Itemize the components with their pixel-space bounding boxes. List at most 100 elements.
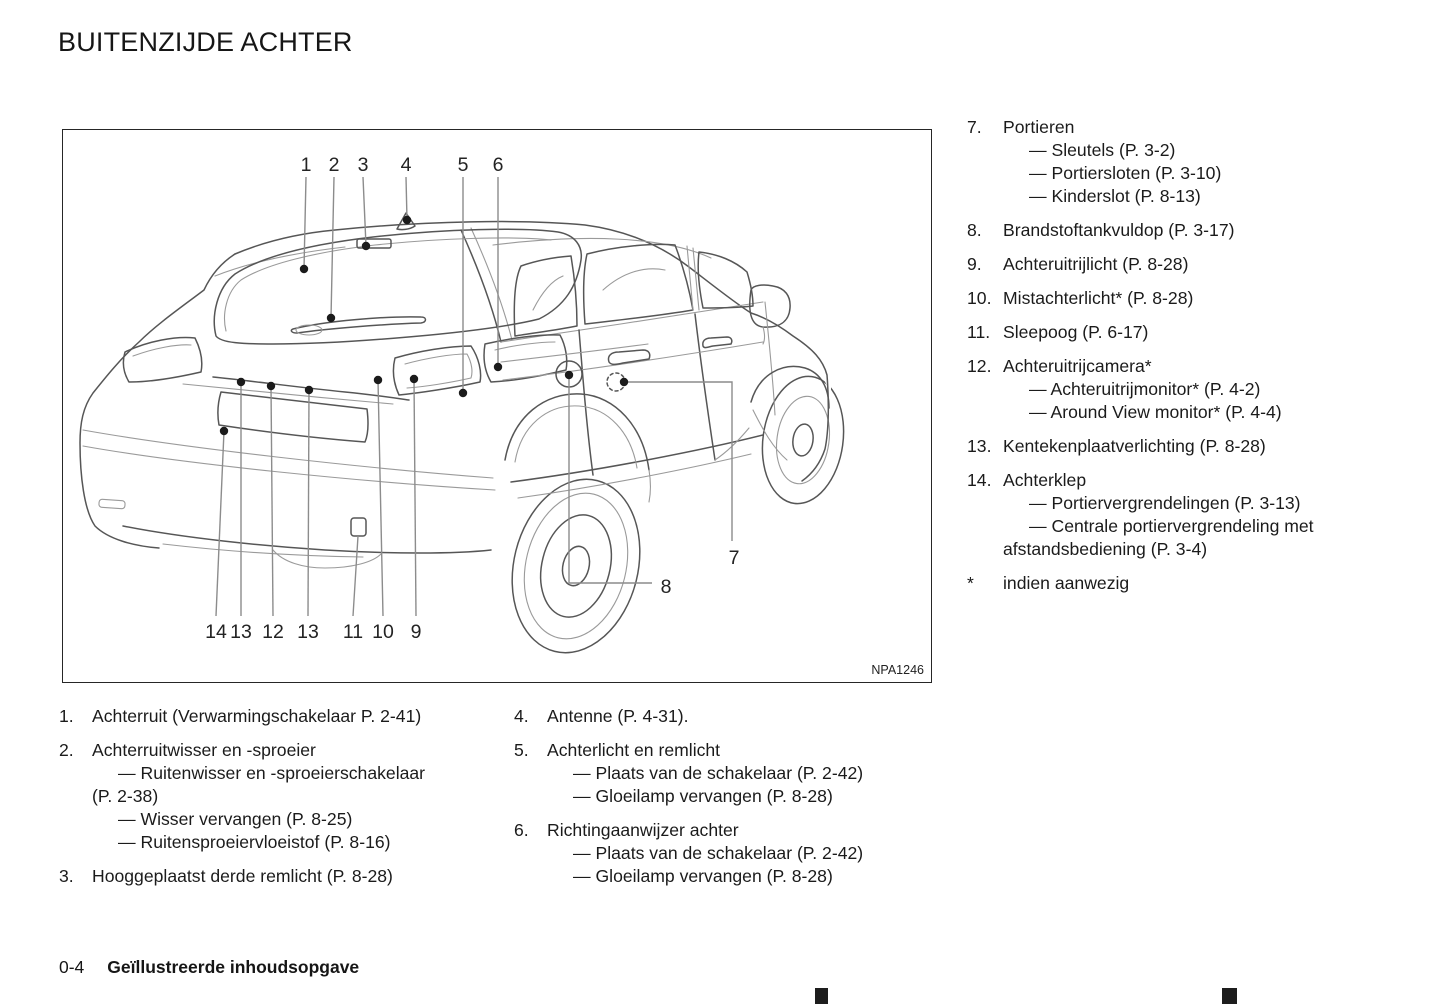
legend-item-subline: — Portiersloten (P. 3-10) bbox=[1029, 163, 1222, 183]
callout-dot bbox=[219, 426, 229, 436]
legend-item-label: Achterruit (Verwarmingschakelaar P. 2-41… bbox=[92, 706, 422, 726]
callout-number: 8 bbox=[661, 576, 672, 598]
legend-item-label: Mistachterlicht* (P. 8-28) bbox=[1003, 288, 1194, 308]
callout-number: 14 bbox=[205, 621, 227, 643]
callout-number: 9 bbox=[411, 621, 422, 643]
legend-items-7-14: 7. Portieren — Sleutels (P. 3-2) — Portiers… bbox=[967, 116, 1327, 606]
callout-number: 10 bbox=[372, 621, 394, 643]
callout-leader bbox=[568, 375, 652, 584]
legend-item: 8. Brandstoftankvuldop (P. 3-17) bbox=[967, 219, 1327, 242]
callout-number: 3 bbox=[358, 154, 369, 176]
legend-item-number: 10. bbox=[967, 288, 992, 308]
callout-number: 1 bbox=[301, 154, 312, 176]
legend-item-subline: — Sleutels (P. 3-2) bbox=[1029, 140, 1176, 160]
legend-item-number: 14. bbox=[967, 470, 992, 490]
legend-item: 6.Richtingaanwijzer achter— Plaats van d… bbox=[514, 819, 934, 888]
callout-leader bbox=[215, 430, 225, 617]
legend-item-label: Achterruitwisser en -sproeier bbox=[92, 740, 316, 760]
legend-item-label: Achterklep bbox=[1003, 470, 1087, 490]
legend-item-subline: — Around View monitor* (P. 4-4) bbox=[1029, 402, 1282, 422]
legend-item: 3. Hooggeplaatst derde remlicht (P. 8-28) bbox=[59, 865, 509, 888]
callout-dot bbox=[373, 375, 383, 385]
callout-number: 4 bbox=[401, 154, 412, 176]
legend-item: 9.Achteruitrijlicht (P. 8-28) bbox=[967, 253, 1327, 276]
legend-item: 5. Achterlicht en remlicht — Plaats van de… bbox=[514, 739, 934, 808]
callout-dot bbox=[564, 370, 574, 380]
callout-number: 2 bbox=[329, 154, 340, 176]
legend-item-number: 7. bbox=[967, 117, 982, 137]
legend-item-number: 8. bbox=[967, 220, 982, 240]
legend-item: 2. Achterruitwisser en -sproeier — Ruitenw… bbox=[59, 739, 509, 854]
legend-items-4-6: 4. Antenne (P. 4-31). 5. Achterlicht en rem… bbox=[514, 705, 934, 899]
page-footer: 0-4 Geïllustreerde inhoudsopgave bbox=[59, 957, 359, 978]
legend-item-subline: — Gloeilamp vervangen (P. 8-28) bbox=[573, 786, 833, 806]
figure-code: NPA1246 bbox=[871, 663, 924, 677]
callout-number: 11 bbox=[343, 621, 363, 643]
callout-leader bbox=[352, 535, 359, 617]
legend-item-number: 2. bbox=[59, 740, 74, 760]
legend-item-label: Achteruitrijlicht (P. 8-28) bbox=[1003, 254, 1189, 274]
legend-item: 14. Achterklep — Portiervergrendelingen (P… bbox=[967, 469, 1327, 561]
section-title: Geïllustreerde inhoudsopgave bbox=[107, 957, 360, 977]
legend-item-label: Achterlicht en remlicht bbox=[547, 740, 721, 760]
rear-wheel bbox=[511, 478, 641, 654]
legend-item: 7. Portieren — Sleutels (P. 3-2) — Portiers… bbox=[967, 116, 1327, 208]
page-number: 0-4 bbox=[59, 957, 85, 977]
legend-item: 10. Mistachterlicht* (P. 8-28) bbox=[967, 287, 1327, 310]
legend-item-number: 6. bbox=[514, 820, 529, 840]
legend-item-label: Antenne (P. 4-31). bbox=[547, 706, 689, 726]
legend-item-number: 3. bbox=[59, 866, 74, 886]
callout-leader bbox=[413, 378, 417, 617]
legend-item-number: 4. bbox=[514, 706, 529, 726]
callout-number: 6 bbox=[493, 154, 504, 176]
callout-leader bbox=[330, 176, 335, 319]
legend-item: 13.Kentekenplaatverlichting (P. 8-28) bbox=[967, 435, 1327, 458]
legend-item-label: Sleepoog (P. 6-17) bbox=[1003, 322, 1149, 342]
callout-dot bbox=[409, 374, 419, 384]
legend-item-subline: (P. 2-38) bbox=[92, 786, 159, 806]
legend-item-label: Portieren bbox=[1003, 117, 1075, 137]
front-wheel bbox=[761, 375, 845, 505]
legend-item-label: Kentekenplaatverlichting (P. 8-28) bbox=[1003, 436, 1266, 456]
legend-item-label: Hooggeplaatst derde remlicht (P. 8-28) bbox=[92, 866, 393, 886]
legend-item-subline: — Kinderslot (P. 8-13) bbox=[1029, 186, 1201, 206]
legend-item-subline: — Plaats van de schakelaar (P. 2-42) bbox=[573, 763, 864, 783]
legend-item: 1. Achterruit (Verwarmingschakelaar P. 2-… bbox=[59, 705, 509, 728]
legend-item-number: 11. bbox=[967, 322, 991, 342]
legend-item-subline: — Gloeilamp vervangen (P. 8-28) bbox=[573, 866, 833, 886]
legend-item: 11. Sleepoog (P. 6-17) bbox=[967, 321, 1327, 344]
legend-item: *indien aanwezig bbox=[967, 572, 1327, 595]
legend-item-label: indien aanwezig bbox=[1003, 573, 1130, 593]
callout-dot bbox=[326, 313, 336, 323]
callout-dot bbox=[361, 241, 371, 251]
legend-item-subline: — Ruitenwisser en -sproeierschakelaar bbox=[118, 763, 426, 783]
callout-number: 7 bbox=[729, 547, 740, 569]
legend-item-subline: — Plaats van de schakelaar (P. 2-42) bbox=[573, 843, 864, 863]
legend-item-number: 12. bbox=[967, 356, 992, 376]
callout-leader bbox=[362, 176, 367, 247]
callout-dot bbox=[619, 377, 629, 387]
callout-leader bbox=[377, 379, 384, 617]
legend-item-subline: — Ruitensproeiervloeistof (P. 8-16) bbox=[118, 832, 391, 852]
print-mark bbox=[1222, 988, 1237, 1004]
callout-leader bbox=[307, 389, 310, 617]
legend-item-subline: — Portiervergrendelingen (P. 3-13) bbox=[1029, 493, 1301, 513]
legend-item: 4. Antenne (P. 4-31). bbox=[514, 705, 934, 728]
legend-item-number: 1. bbox=[59, 706, 74, 726]
callout-number: 5 bbox=[458, 154, 469, 176]
page-title: BUITENZIJDE ACHTER bbox=[58, 27, 353, 57]
legend-item-label: Brandstoftankvuldop (P. 3-17) bbox=[1003, 220, 1235, 240]
legend-item-subline: — Centrale portiervergrendeling met bbox=[1029, 516, 1314, 536]
legend-item: 12.Achteruitrijcamera*— Achteruitrijmoni… bbox=[967, 355, 1327, 424]
callout-dot bbox=[402, 215, 412, 225]
legend-item-label: Achteruitrijcamera* bbox=[1003, 356, 1152, 376]
legend-items-1-3: 1. Achterruit (Verwarmingschakelaar P. 2-… bbox=[59, 705, 509, 899]
print-mark bbox=[815, 988, 828, 1004]
callout-dot bbox=[493, 362, 503, 372]
legend-item-number: 5. bbox=[514, 740, 529, 760]
callout-leader bbox=[303, 176, 307, 270]
